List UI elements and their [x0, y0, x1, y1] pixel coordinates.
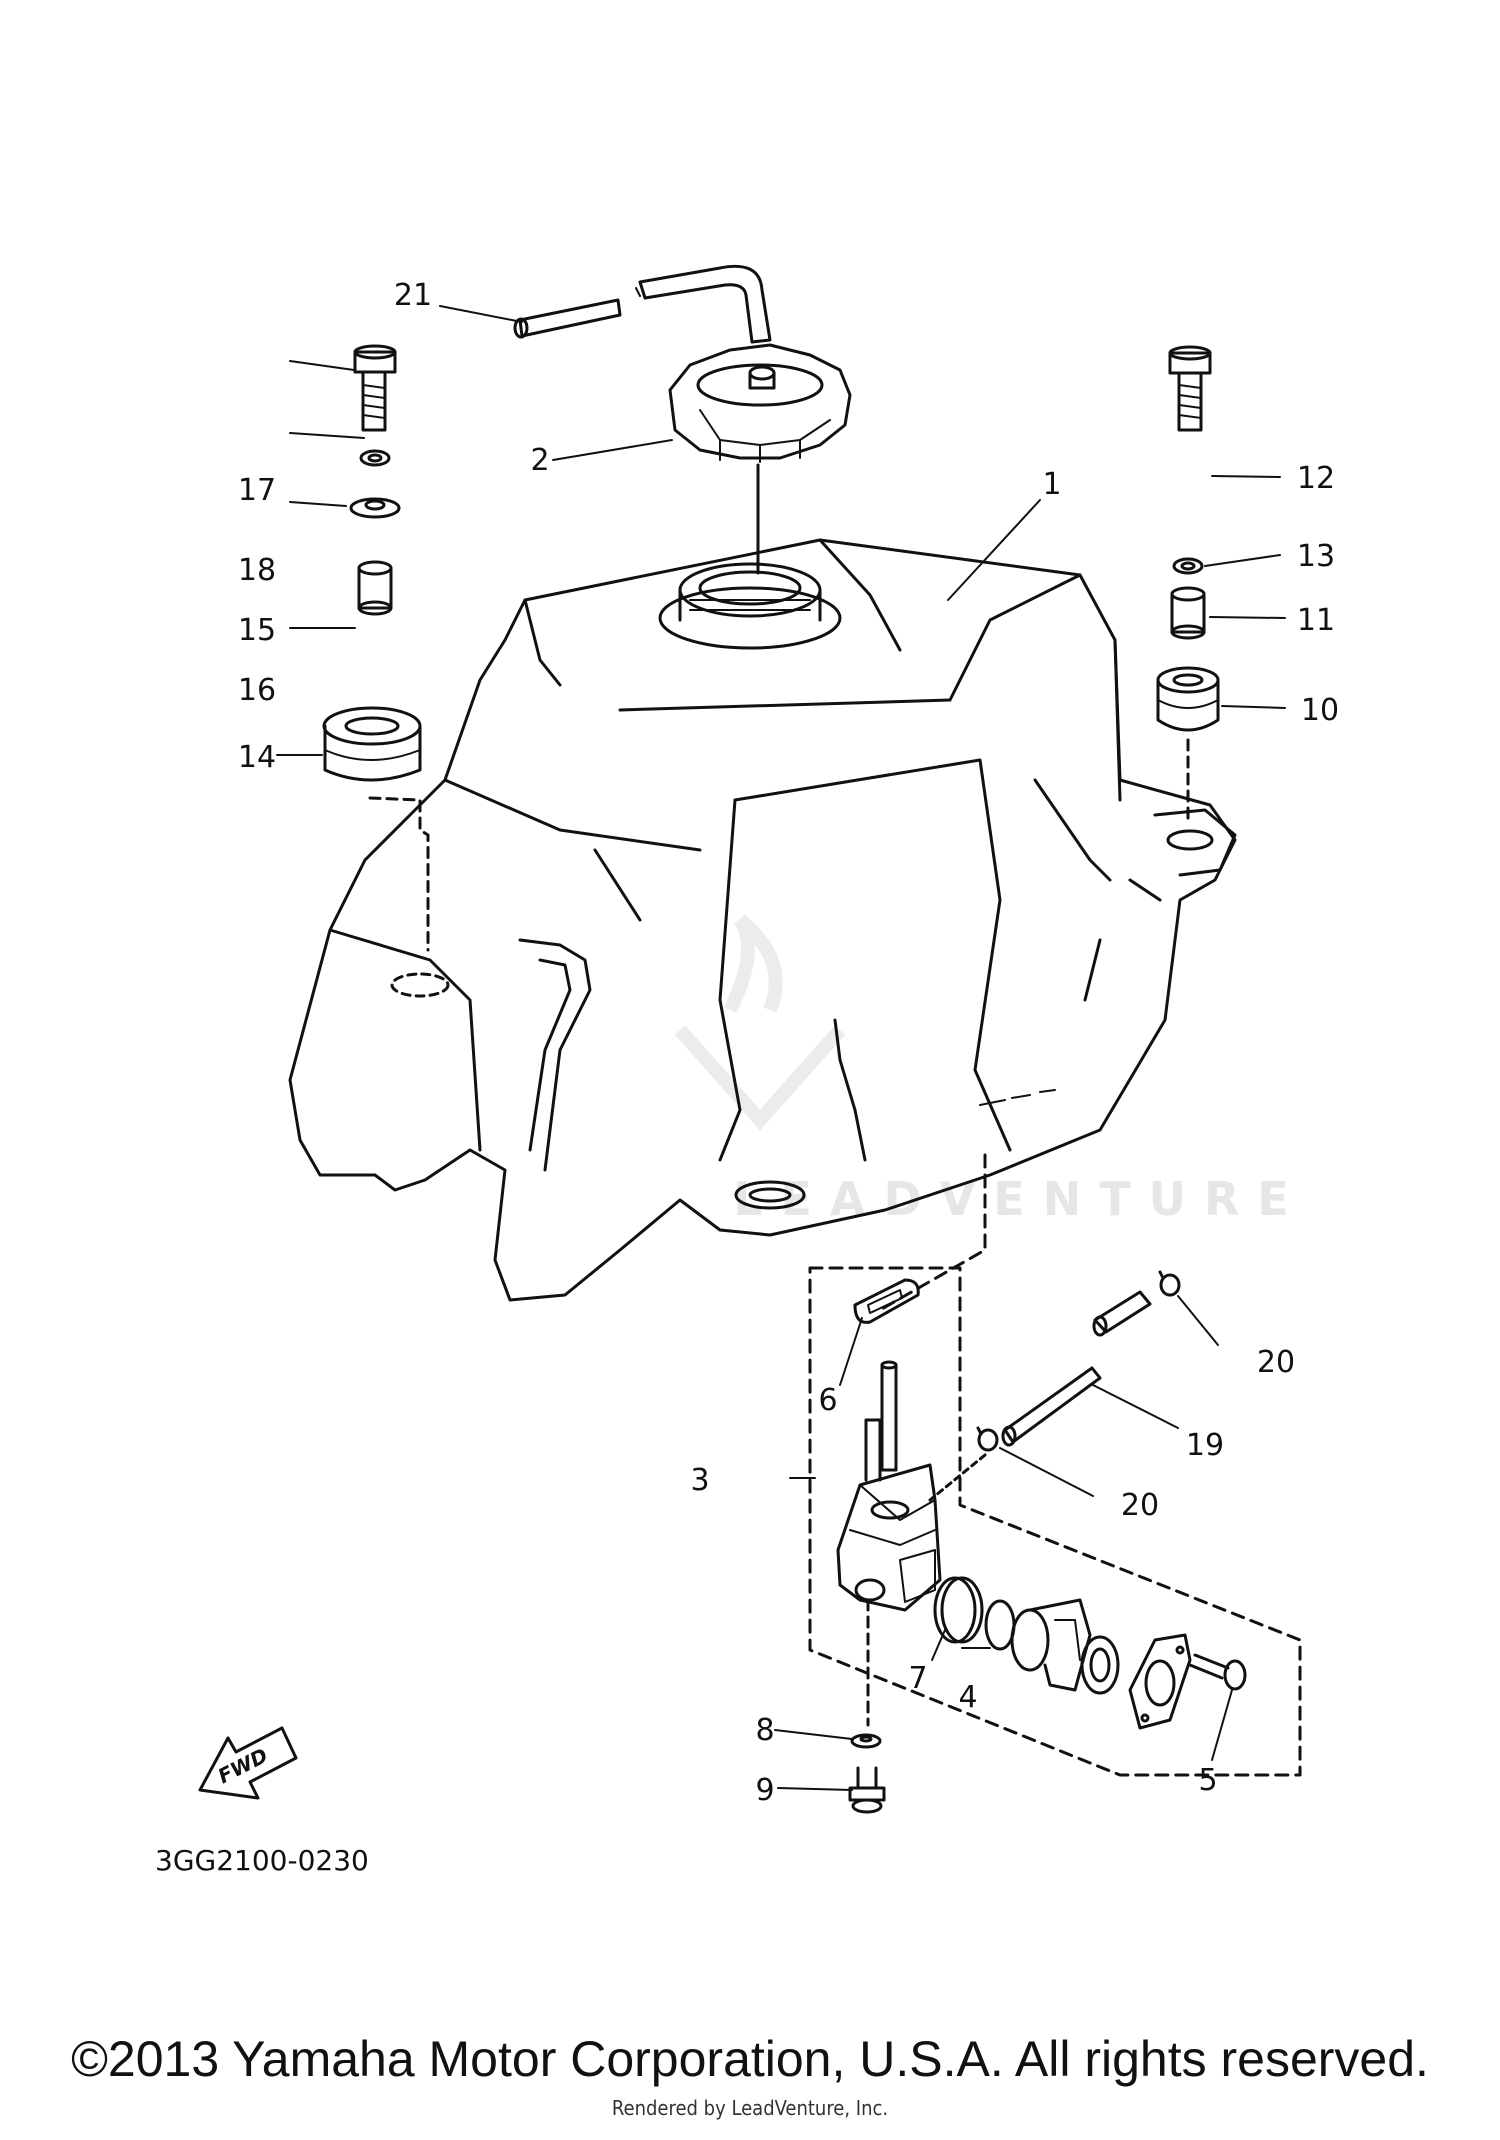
drain-washer: [850, 1733, 882, 1749]
washer-left-small: [359, 449, 391, 467]
damper-right: [1156, 666, 1220, 732]
drain-screw: [848, 1766, 886, 1814]
fuel-cock-assembly-boundary: [808, 1266, 1302, 1777]
callout-21: 21: [394, 278, 432, 313]
fuel-hose: [1001, 1290, 1152, 1447]
watermark-logo: [674, 914, 846, 1131]
breather-hose: [513, 264, 772, 344]
callout-20-lower: 20: [1121, 1488, 1159, 1523]
leader-lines: [276, 305, 1286, 1791]
wave-washer: [1080, 1635, 1120, 1695]
left-mount-guide: [368, 796, 430, 952]
fwd-arrow-icon: [198, 1726, 298, 1800]
callout-10: 10: [1301, 693, 1339, 728]
o-ring: [984, 1599, 1016, 1651]
callout-11: 11: [1297, 603, 1335, 638]
callout-6: 6: [818, 1383, 837, 1418]
callout-13: 13: [1297, 539, 1335, 574]
bolt-left: [353, 344, 397, 432]
damper-left: [322, 706, 422, 782]
hose-clip-upper: [1158, 1270, 1181, 1297]
fuel-cap: [668, 343, 852, 463]
lever-cover-plate: [1128, 1633, 1192, 1730]
callout-17: 17: [238, 473, 276, 508]
callout-15: 15: [238, 613, 276, 648]
screw-cover: [1188, 1653, 1247, 1691]
fuel-cock-body: [836, 1360, 942, 1612]
figure-code: 3GG2100-0230: [155, 1844, 369, 1877]
callout-7: 7: [908, 1661, 927, 1696]
copyright-notice: ©2013 Yamaha Motor Corporation, U.S.A. A…: [71, 2031, 1429, 2087]
callout-20-upper: 20: [1257, 1345, 1295, 1380]
callout-2: 2: [530, 443, 549, 478]
callout-labels: 1 2 3 4 5 6 7 8 9 10 11 12 13 14 15 16 1…: [238, 278, 1339, 1808]
washer-right-small: [1172, 557, 1204, 575]
hose-clip-lower: [976, 1426, 999, 1452]
valve-packing: [933, 1576, 984, 1644]
callout-5: 5: [1198, 1763, 1217, 1798]
callout-9: 9: [755, 1773, 774, 1808]
callout-8: 8: [755, 1713, 774, 1748]
fuel-tank: [288, 538, 1237, 1302]
collar-right: [1170, 586, 1206, 640]
callout-12: 12: [1297, 461, 1335, 496]
callout-14: 14: [238, 740, 276, 775]
collar-left: [357, 560, 393, 616]
bolt-right: [1168, 345, 1212, 432]
callout-3: 3: [690, 1463, 709, 1498]
hose-guide: [928, 1453, 987, 1502]
gasket: [853, 1278, 920, 1324]
callout-4: 4: [958, 1680, 977, 1715]
callout-1: 1: [1042, 467, 1061, 502]
callout-19: 19: [1186, 1428, 1224, 1463]
filler-neck: [658, 562, 842, 650]
tank-outlet-guide: [878, 1153, 987, 1312]
callout-18: 18: [238, 553, 276, 588]
watermark-text: LEADVENTURE: [733, 1172, 1307, 1226]
rendered-by-credit: Rendered by LeadVenture, Inc.: [611, 2096, 889, 2120]
callout-16: 16: [238, 673, 276, 708]
washer-left: [349, 497, 401, 519]
fuel-cock-lever: [1010, 1598, 1092, 1692]
